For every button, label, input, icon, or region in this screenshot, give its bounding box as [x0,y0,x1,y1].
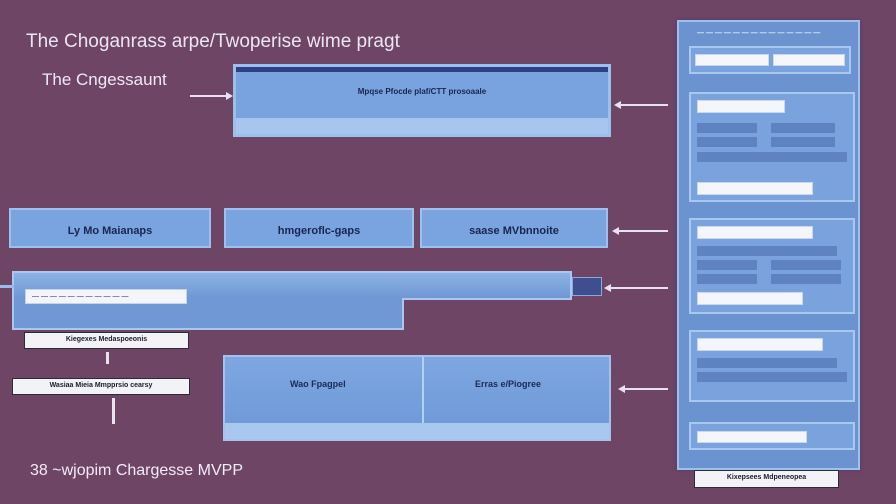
panel-section[interactable] [689,46,851,74]
connector-vertical [106,352,109,364]
panel-header: — — — — — — — — — — — — — — [697,30,821,37]
page-footer: 38 ~wjopim Chargesse MVPP [30,462,243,479]
panel-section[interactable] [689,92,855,202]
arrowhead-left-icon [604,284,611,292]
panel-field[interactable] [773,54,845,66]
arrow-connector [620,104,668,106]
panel-row [697,152,847,162]
panel-row [771,137,835,147]
panel-row [771,274,841,284]
bar-end-cap [572,277,602,296]
arrowhead-left-icon [614,101,621,109]
bottom-process-box[interactable]: Wao Fpagpel Erras e/Piogree [223,355,611,441]
small-label-1: Kiegexes Medaspoeonis [24,332,189,349]
middle-box-1[interactable]: Ly Mo Maianaps [9,208,211,248]
top-process-box[interactable]: Mpqse Pfocde plaf/CTT prosoaale [233,64,611,137]
panel-field[interactable] [697,226,813,239]
panel-field[interactable] [697,100,785,113]
panel-footer-label: Kixepsees Mdpeneopea [694,470,839,488]
arrow-connector [618,230,668,232]
arrow-connector [610,287,668,289]
panel-field[interactable] [695,54,769,66]
arrow-connector [624,388,668,390]
middle-box-2[interactable]: hmgeroflc-gaps [224,208,414,248]
arrowhead-right-icon [226,92,233,100]
top-box-stripe [236,67,608,72]
middle-box-label: hmgeroflc-gaps [277,225,361,237]
top-box-footer [236,118,608,134]
page-subtitle: The Cngessaunt [42,70,167,89]
arrowhead-left-icon [612,227,619,235]
panel-row [771,123,835,133]
panel-row [771,260,841,270]
arrow-connector [190,95,226,97]
panel-row [697,246,837,256]
right-panel[interactable]: — — — — — — — — — — — — — — [677,20,860,470]
panel-field[interactable] [697,431,807,443]
panel-field[interactable] [697,292,803,305]
panel-field[interactable] [697,338,823,351]
panel-row [697,274,757,284]
middle-box-3[interactable]: saase MVbnnoite [420,208,608,248]
bar-stub [0,285,14,288]
wide-bar-field[interactable]: — — — — — — — — — — — [25,289,187,304]
arrowhead-left-icon [618,385,625,393]
top-box-label: Mpqse Pfocde plaf/CTT prosoaale [357,87,487,96]
middle-box-label: saase MVbnnoite [469,225,559,237]
panel-field[interactable] [697,182,813,195]
panel-section[interactable] [689,330,855,402]
panel-row [697,137,757,147]
panel-row [697,372,847,382]
bottom-box-divider [422,357,424,439]
bottom-box-left-label: Wao Fpagpel [290,379,346,389]
panel-row [697,123,757,133]
small-label-2: Wasiaa Mieia Mmpprsio cearsy [12,378,190,395]
middle-box-label: Ly Mo Maianaps [67,225,153,237]
bottom-box-footer [225,423,609,439]
panel-section[interactable] [689,218,855,314]
connector-vertical [112,398,115,424]
panel-section[interactable] [689,422,855,450]
panel-row [697,260,757,270]
panel-row [697,358,837,368]
bottom-box-right-label: Erras e/Piogree [475,379,542,389]
page-title: The Choganrass arpe/Twoperise wime pragt [26,31,400,52]
